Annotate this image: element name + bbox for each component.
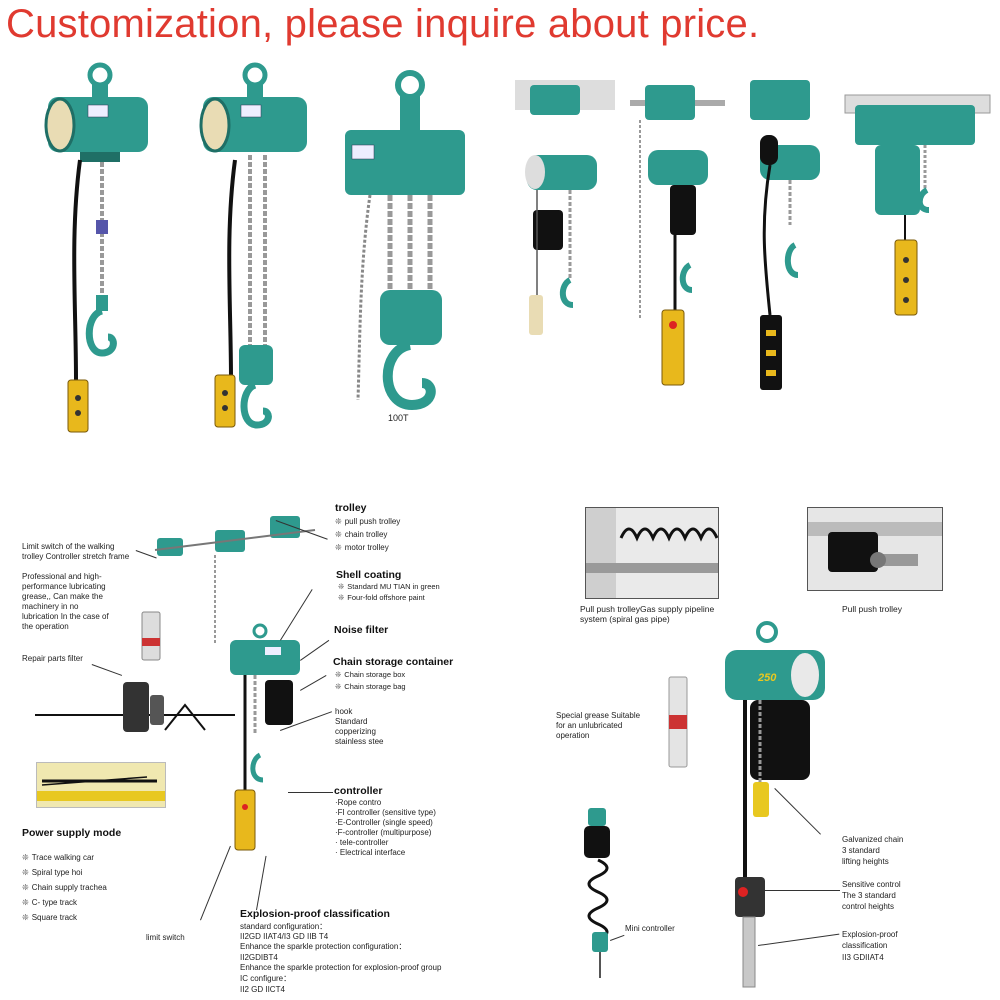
hook-label-3: copperizing (335, 727, 376, 736)
grease-line-4: machinery in no (22, 602, 79, 611)
chain-storage-item-1: ❊Chain storage box (335, 670, 406, 679)
explosion-line-7: II2 GD IICT4 (240, 985, 285, 994)
trolley-title: trolley (335, 502, 367, 514)
hoist-photo-100t (345, 70, 465, 411)
trolley-item-3: ❊motor trolley (335, 543, 389, 552)
large-hoist-illustration (725, 621, 825, 988)
power-supply-track-photo (36, 762, 166, 808)
hoist-photo-1 (44, 62, 148, 433)
sensitive-1: Sensitive control (842, 880, 901, 889)
chain-storage-title: Chain storage container (333, 656, 454, 668)
shell-coating-title: Shell coating (336, 569, 402, 581)
grease-line-1: Professional and high- (22, 572, 102, 581)
galvanized-1: Galvanized chain (842, 835, 904, 844)
repair-filter-label: Repair parts filter (22, 654, 83, 663)
shell-coating-item-1: ❊Standard MU TIAN in green (338, 582, 440, 591)
controller-item-2: ·FI controller (sensitive type) (335, 808, 436, 817)
sensitive-2: The 3 standard (842, 891, 896, 900)
controller-title: controller (334, 785, 383, 797)
galvanized-3: lifting heights (842, 857, 889, 866)
explosion-line-4: II2GDIBT4 (240, 953, 278, 962)
explosion-line-6: IC configure： (240, 974, 292, 983)
hook-label-4: stainless stee (335, 737, 384, 746)
explosion-line-5: Enhance the sparkle protection for explo… (240, 963, 442, 972)
photo2-caption: Pull push trolley (842, 604, 903, 614)
trolley-hoist-photo-4 (844, 94, 991, 316)
grease-tube-left (141, 611, 161, 661)
controller-item-1: ·Rope contro (335, 798, 382, 807)
grease-tube-right (668, 676, 688, 768)
controller-item-5: · tele-controller (335, 838, 389, 847)
explosion-right-1: Explosion-proof (842, 930, 898, 939)
mini-controller-label: Mini controller (625, 924, 675, 933)
hoist-badge: 250 (758, 672, 777, 684)
controller-item-4: ·F-controller (multipurpose) (335, 828, 432, 837)
controller-item-6: · Electrical interface (335, 848, 406, 857)
explosion-right-2: classification (842, 941, 888, 950)
gas-pipeline-photo (585, 507, 719, 599)
grease-line-6: the operation (22, 622, 69, 631)
special-grease-1: Special grease Suitable (556, 711, 641, 720)
explosion-line-3: Enhance the sparkle protection configura… (240, 942, 407, 951)
explosion-line-1: standard configuration： (240, 922, 328, 931)
mini-controller-illustration (584, 808, 610, 978)
special-grease-3: operation (556, 731, 590, 740)
shell-coating-item-2: ❊Four-fold offshore paint (338, 593, 425, 602)
galvanized-2: 3 standard (842, 846, 880, 855)
limit-switch-walking-2: trolley Controller stretch frame (22, 552, 130, 561)
chain-storage-item-2: ❊Chain storage bag (335, 682, 406, 691)
capacity-label: 100T (388, 413, 409, 423)
power-supply-item-1: ❊Trace walking car (22, 853, 95, 862)
power-supply-item-3: ❊Chain supply trachea (22, 883, 107, 892)
grease-line-3: grease,, Can make the (22, 592, 103, 601)
hook-label-2: Standard (335, 717, 368, 726)
special-grease-2: for an unlubricated (556, 721, 623, 730)
trolley-illustrations (154, 516, 316, 645)
trolley-item-1: ❊pull push trolley (335, 517, 401, 526)
trolley-item-2: ❊chain trolley (335, 530, 388, 539)
explosion-line-2: II2GD IIAT4/I3 GD IIB T4 (240, 932, 329, 941)
power-supply-item-2: ❊Spiral type hoi (22, 868, 83, 877)
headline: Customization, please inquire about pric… (6, 2, 760, 46)
noise-filter-title: Noise filter (334, 624, 389, 636)
photo1-caption-1: Pull push trolleyGas supply pipeline (580, 604, 715, 614)
hoist-photo-2 (199, 62, 307, 429)
pull-push-trolley-photo (807, 507, 943, 591)
controller-item-3: ·E-Controller (single speed) (335, 818, 433, 827)
grease-line-2: performance lubricating (22, 582, 106, 591)
power-supply-title: Power supply mode (22, 827, 122, 839)
trolley-hoist-photo-3 (750, 80, 820, 390)
trolley-hoist-photo-1 (515, 80, 615, 335)
limit-switch-label: limit switch (146, 933, 185, 942)
limit-switch-walking-1: Limit switch of the walking (22, 542, 115, 551)
explosion-title: Explosion-proof classification (240, 908, 390, 920)
central-hoist-illustration (230, 623, 300, 851)
hook-label-1: hook (335, 707, 353, 716)
repair-filter-illustration (35, 682, 235, 732)
grease-line-5: lubrication In the case of (22, 612, 109, 621)
power-supply-item-5: ❊Square track (22, 913, 78, 922)
sensitive-3: control heights (842, 902, 895, 911)
explosion-right-3: II3 GDIIAT4 (842, 953, 884, 962)
photo1-caption-2: system (spiral gas pipe) (580, 614, 670, 624)
trolley-hoist-photo-2 (630, 85, 725, 386)
power-supply-item-4: ❊C- type track (22, 898, 78, 907)
